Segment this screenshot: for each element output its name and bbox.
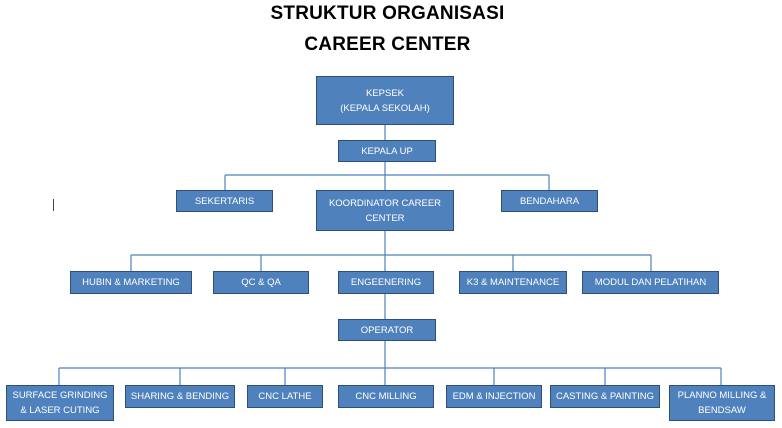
node-surface-grinding: SURFACE GRINDING & LASER CUTING — [6, 385, 114, 421]
node-hubin-marketing: HUBIN & MARKETING — [70, 271, 192, 294]
node-koordinator-line-1: KOORDINATOR CAREER — [328, 197, 442, 209]
node-hubin-marketing-label: HUBIN & MARKETING — [82, 277, 180, 288]
node-kepala-up-label: KEPALA UP — [361, 145, 413, 157]
node-planno-milling-line-2: BENDSAW — [698, 405, 746, 416]
node-kepsek-line-1: KEPSEK — [365, 87, 405, 99]
node-engeenering-label: ENGEENERING — [350, 277, 422, 288]
node-qc-qa-label: QC & QA — [241, 277, 281, 288]
node-k3-maintenance: K3 & MAINTENANCE — [459, 271, 567, 294]
node-sharing-bending: SHARING & BENDING — [125, 385, 235, 408]
node-engeenering: ENGEENERING — [338, 271, 434, 294]
node-qc-qa: QC & QA — [213, 271, 309, 294]
node-edm-injection: EDM & INJECTION — [446, 385, 542, 408]
node-kepsek: KEPSEK (KEPALA SEKOLAH) — [316, 76, 454, 125]
node-koordinator: KOORDINATOR CAREER CENTER — [316, 190, 454, 231]
node-bendahara: BENDAHARA — [501, 190, 598, 212]
node-surface-grinding-line-2: & LASER CUTING — [20, 405, 100, 416]
node-edm-injection-label: EDM & INJECTION — [452, 391, 536, 402]
node-cnc-milling-label: CNC MILLING — [355, 391, 417, 402]
node-operator: OPERATOR — [338, 319, 436, 341]
node-modul-pelatihan-label: MODUL DAN PELATIHAN — [594, 277, 707, 288]
node-cnc-lathe-label: CNC LATHE — [258, 391, 312, 402]
node-planno-milling: PLANNO MILLING & BENDSAW — [669, 385, 775, 421]
node-planno-milling-line-1: PLANNO MILLING & — [677, 390, 767, 401]
text-cursor — [53, 199, 54, 211]
node-bendahara-label: BENDAHARA — [519, 195, 580, 207]
node-k3-maintenance-label: K3 & MAINTENANCE — [466, 277, 560, 288]
chart-title-line-2: CAREER CENTER — [304, 34, 471, 55]
node-sekertaris-label: SEKERTARIS — [194, 195, 255, 207]
chart-title-line-1: STRUKTUR ORGANISASI — [270, 3, 505, 24]
node-operator-label: OPERATOR — [360, 324, 414, 336]
node-casting-painting: CASTING & PAINTING — [550, 385, 660, 408]
node-modul-pelatihan: MODUL DAN PELATIHAN — [582, 271, 719, 294]
node-kepala-up: KEPALA UP — [338, 140, 436, 162]
node-casting-painting-label: CASTING & PAINTING — [555, 391, 654, 402]
node-cnc-lathe: CNC LATHE — [247, 385, 323, 408]
node-koordinator-line-2: CENTER — [365, 212, 405, 224]
node-sharing-bending-label: SHARING & BENDING — [130, 391, 230, 402]
node-surface-grinding-line-1: SURFACE GRINDING — [12, 390, 108, 401]
node-kepsek-line-2: (KEPALA SEKOLAH) — [340, 102, 430, 114]
node-cnc-milling: CNC MILLING — [338, 385, 434, 408]
node-sekertaris: SEKERTARIS — [176, 190, 273, 212]
